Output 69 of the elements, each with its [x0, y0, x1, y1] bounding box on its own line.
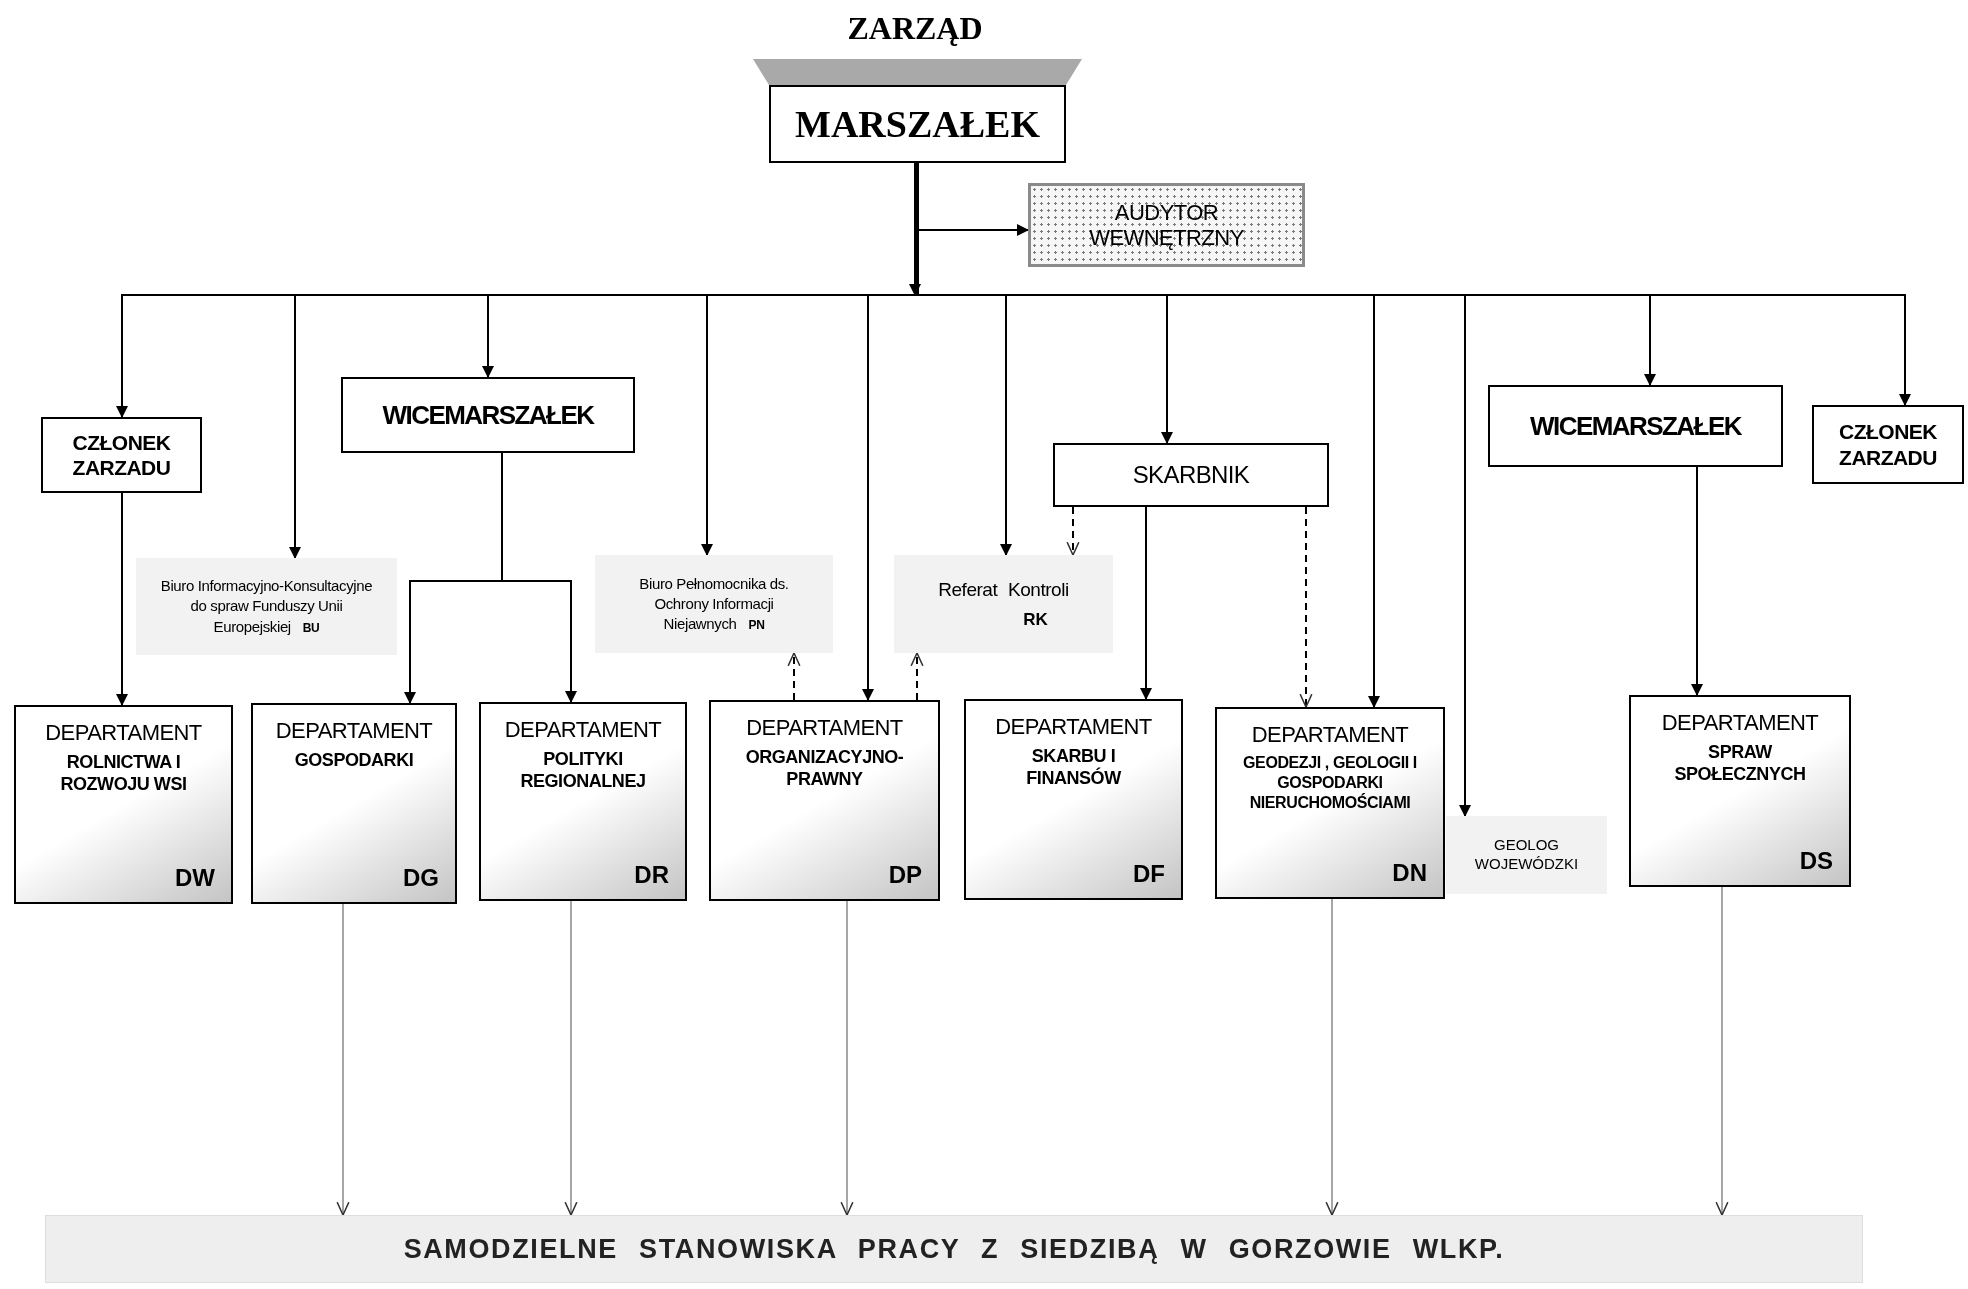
department-name: POLITYKI REGIONALNEJ — [519, 747, 647, 793]
office-panel — [595, 555, 833, 653]
arrow — [1715, 886, 1729, 1216]
arrow — [916, 224, 1029, 236]
leader-box — [769, 85, 1066, 163]
chart-title: ZARZĄD — [846, 9, 984, 48]
arrow — [564, 900, 578, 1216]
department-box — [1629, 695, 1851, 887]
dashed-arrow — [1299, 506, 1313, 708]
department-heading: DEPARTAMENT — [45, 719, 202, 747]
dashed-arrow — [910, 652, 924, 701]
band-text: SAMODZIELNE STANOWISKA PRACY Z SIEDZIBĄ W GORZOWIE WLKP. — [403, 1232, 1505, 1266]
office-name: Biuro Pełnomocnika ds. Ochrony Informacji Niejawnych PN — [638, 573, 790, 635]
department-code: DN — [1392, 861, 1427, 885]
office-panel — [136, 558, 397, 655]
vice-marshal-box — [341, 377, 635, 453]
office-name: Referat Kontroli — [938, 580, 1069, 599]
box-title: MARSZAŁEK — [795, 105, 1040, 143]
department-heading: DEPARTAMENT — [995, 713, 1152, 741]
board-member-box — [1812, 405, 1964, 484]
department-code: DF — [1133, 862, 1165, 886]
box-title: CZŁONEK ZARZADU — [1838, 419, 1938, 470]
office-name: Biuro Informacyjno-Konsultacyjne do spraw Funduszy Unii Europejskiej BU — [159, 576, 374, 637]
dashed-arrow — [1066, 506, 1080, 556]
arrow — [1691, 466, 1703, 696]
arrow — [909, 162, 921, 296]
department-box — [479, 702, 687, 901]
arrow — [501, 452, 577, 703]
department-box — [14, 705, 233, 904]
arrow — [336, 903, 350, 1216]
department-heading: DEPARTAMENT — [1661, 709, 1819, 737]
arrow — [116, 492, 128, 706]
department-heading: DEPARTAMENT — [504, 716, 662, 744]
department-box — [709, 700, 940, 901]
department-box — [251, 703, 457, 904]
department-name: ORGANIZACYJNO-PRAWNY — [744, 745, 905, 791]
box-title: WICEMARSZAŁEK — [382, 402, 594, 428]
dashed-arrow — [787, 652, 801, 701]
treasurer-box — [1053, 443, 1329, 507]
department-code: DG — [403, 866, 439, 890]
department-box — [964, 699, 1183, 900]
department-name: GOSPODARKI — [294, 748, 414, 771]
office-panel — [1446, 816, 1607, 894]
department-heading: DEPARTAMENT — [275, 717, 433, 745]
arrow — [840, 900, 854, 1216]
department-name: GEODEZJI , GEOLOGII I GOSPODARKI NIERUCHOMOŚCIAMI — [1242, 752, 1418, 813]
box-title: CZŁONEK ZARZADU — [71, 429, 172, 481]
footer-band — [45, 1215, 1863, 1283]
office-panel — [894, 555, 1113, 653]
department-name: SKARBU I FINANSÓW — [1025, 744, 1122, 790]
box-title: AUDYTOR WEWNĘTRZNY — [1088, 199, 1245, 251]
box-title: SKARBNIK — [1132, 463, 1250, 487]
arrow — [1325, 898, 1339, 1216]
department-heading: DEPARTAMENT — [1251, 721, 1409, 749]
office-code: RK — [1023, 611, 1048, 628]
box-title: WICEMARSZAŁEK — [1530, 413, 1741, 439]
department-name: ROLNICTWA I ROZWOJU WSI — [59, 750, 188, 796]
auditor-box — [1028, 183, 1305, 267]
vice-marshal-box — [1488, 385, 1783, 467]
department-code: DP — [888, 863, 922, 887]
department-heading: DEPARTAMENT — [746, 714, 903, 742]
department-code: DW — [175, 866, 215, 890]
office-name: GEOLOG WOJEWÓDZKI — [1473, 836, 1580, 874]
department-name: SPRAW SPOŁECZNYCH — [1673, 740, 1807, 786]
arrow — [1140, 506, 1152, 700]
board-member-box — [41, 417, 202, 493]
department-box — [1215, 707, 1445, 899]
department-code: DR — [634, 863, 669, 887]
department-code: DS — [1799, 849, 1833, 873]
